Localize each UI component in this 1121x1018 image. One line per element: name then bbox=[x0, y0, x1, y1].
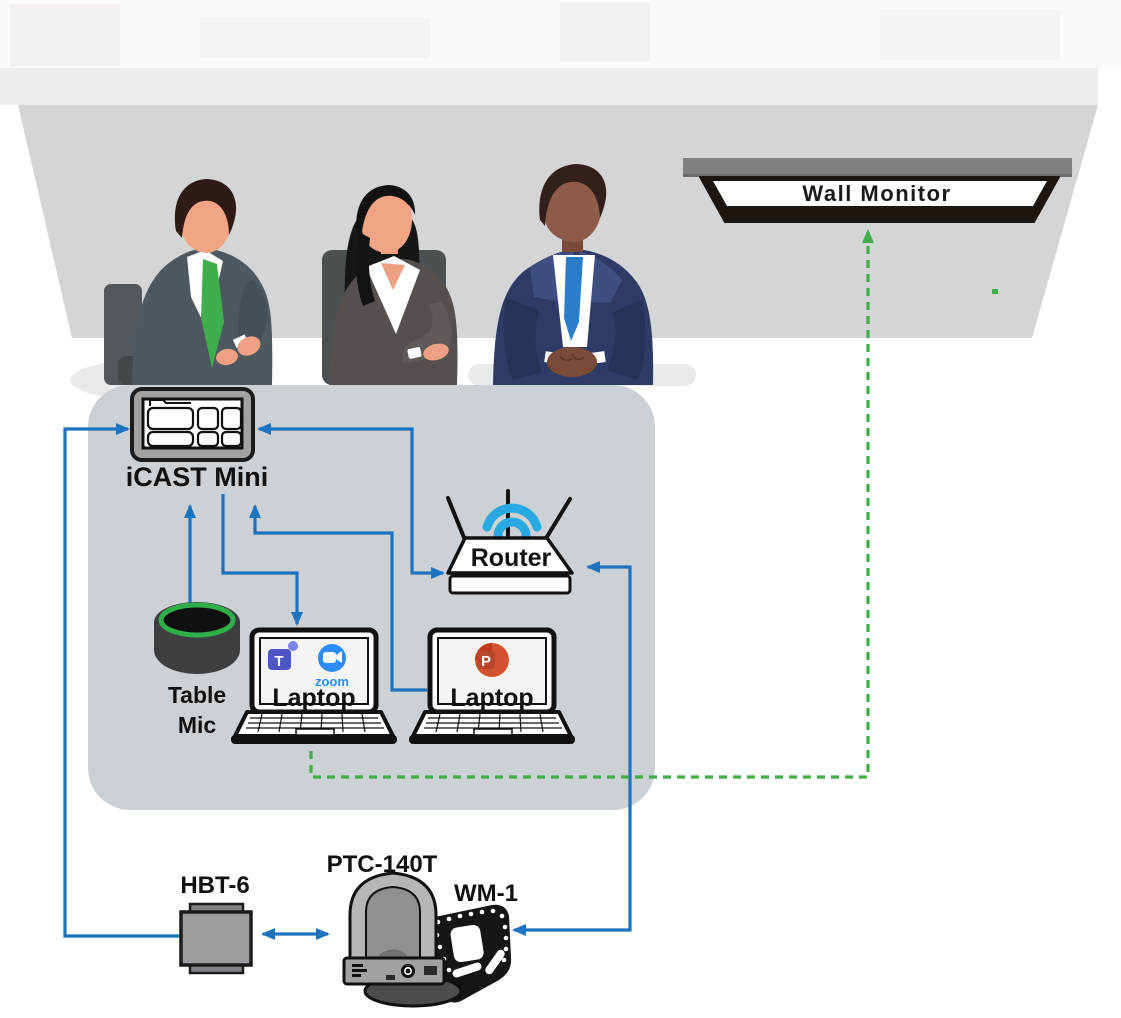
icast-mini-node: iCAST Mini bbox=[126, 387, 269, 492]
hand-2 bbox=[423, 343, 449, 361]
camera-base-details bbox=[352, 964, 437, 980]
hand-1r bbox=[237, 336, 261, 356]
table-mic-label-2: Mic bbox=[178, 712, 217, 738]
camera-lens-panel bbox=[365, 885, 421, 959]
hair-1 bbox=[174, 179, 237, 238]
router-base bbox=[448, 574, 572, 595]
router-antennas bbox=[446, 489, 572, 542]
router-label: Router bbox=[471, 544, 552, 572]
hbt6-label: HBT-6 bbox=[180, 872, 249, 899]
face-3 bbox=[543, 172, 603, 242]
hands-3 bbox=[547, 347, 597, 377]
background-blur bbox=[0, 0, 1121, 70]
collar-2 bbox=[366, 256, 420, 334]
person-3 bbox=[493, 164, 654, 385]
hair-2-strand bbox=[356, 232, 375, 306]
wall-monitor-label: Wall Monitor bbox=[802, 181, 951, 206]
icast-folder-glyph bbox=[149, 399, 191, 406]
icast-mini-label: iCAST Mini bbox=[126, 462, 269, 492]
monitor-mount-bar-edge bbox=[683, 174, 1072, 177]
hbt6-box bbox=[179, 910, 253, 967]
laptop2-label: Laptop bbox=[450, 684, 533, 712]
icast-screen-tiles bbox=[146, 406, 243, 448]
monitor-screen bbox=[713, 181, 1047, 206]
link-router-wm1 bbox=[512, 561, 632, 936]
zoom-icon bbox=[318, 644, 346, 672]
teams-icon: T bbox=[268, 641, 298, 670]
laptop1-touchpad bbox=[295, 728, 335, 736]
chest-2 bbox=[381, 263, 405, 290]
link-laptop2-icast bbox=[249, 504, 427, 692]
camera-base-unit bbox=[342, 956, 446, 986]
wm1-node: WM-1 bbox=[426, 880, 518, 1003]
arm-3r bbox=[607, 300, 646, 380]
router-node: Router bbox=[446, 489, 574, 595]
ptc140t-node: PTC-140T bbox=[327, 851, 463, 1008]
laptop1-keys bbox=[246, 713, 384, 733]
table-mic-label-1: Table bbox=[168, 682, 226, 708]
stray-green-dot bbox=[992, 289, 998, 294]
wm1-slot-1 bbox=[452, 962, 482, 978]
connections-layer bbox=[63, 229, 998, 940]
link-icast-router bbox=[257, 423, 445, 579]
hair-3 bbox=[539, 164, 607, 226]
laptop2-keys bbox=[424, 713, 562, 733]
arm-1 bbox=[238, 280, 268, 352]
wm1-slot-2 bbox=[485, 949, 505, 975]
hbt6-node: HBT-6 bbox=[179, 872, 253, 975]
camera-chin bbox=[379, 949, 407, 958]
person-1 bbox=[104, 179, 273, 385]
monitor-mount-bar bbox=[683, 158, 1072, 177]
link-hbt6-icast bbox=[63, 423, 181, 938]
blue-tie bbox=[564, 257, 583, 341]
laptop1-label: Laptop bbox=[272, 684, 355, 712]
wm1-label: WM-1 bbox=[454, 880, 518, 907]
powerpoint-icon: P bbox=[475, 643, 509, 677]
wm1-screw-dots bbox=[434, 908, 509, 973]
svg-text:T: T bbox=[274, 653, 283, 670]
ptc140t-label: PTC-140T bbox=[327, 851, 438, 878]
hair-2-top bbox=[356, 185, 416, 240]
arm-3l bbox=[503, 298, 542, 380]
wall-monitor-node: Wall Monitor bbox=[683, 158, 1072, 223]
laptop1-base bbox=[231, 735, 397, 744]
svg-text:P: P bbox=[481, 653, 491, 670]
person-2 bbox=[322, 185, 458, 385]
wifi-icon bbox=[482, 503, 542, 541]
wm1-hole bbox=[450, 924, 484, 963]
zoom-caption: zoom bbox=[315, 674, 349, 689]
hand-1l bbox=[216, 348, 238, 366]
camera-base-lens-ring bbox=[403, 966, 412, 975]
laptop-conference-node: T zoom Laptop bbox=[231, 627, 397, 744]
table-mic-node: Table Mic bbox=[154, 602, 240, 738]
link-icast-laptop1 bbox=[221, 494, 303, 626]
green-tie bbox=[201, 259, 224, 368]
router-body bbox=[446, 536, 574, 575]
cuff-2 bbox=[407, 347, 422, 359]
laptop2-touchpad bbox=[473, 728, 513, 736]
laptop-presentation-node: P Laptop bbox=[409, 627, 575, 744]
hands-3-lines bbox=[559, 353, 585, 362]
laptop2-base bbox=[409, 735, 575, 744]
wall-top-strip bbox=[0, 68, 1098, 105]
link-laptop1-wallmonitor-wireless bbox=[309, 229, 874, 779]
face-2 bbox=[361, 192, 413, 253]
mic-green-ring bbox=[158, 602, 236, 638]
